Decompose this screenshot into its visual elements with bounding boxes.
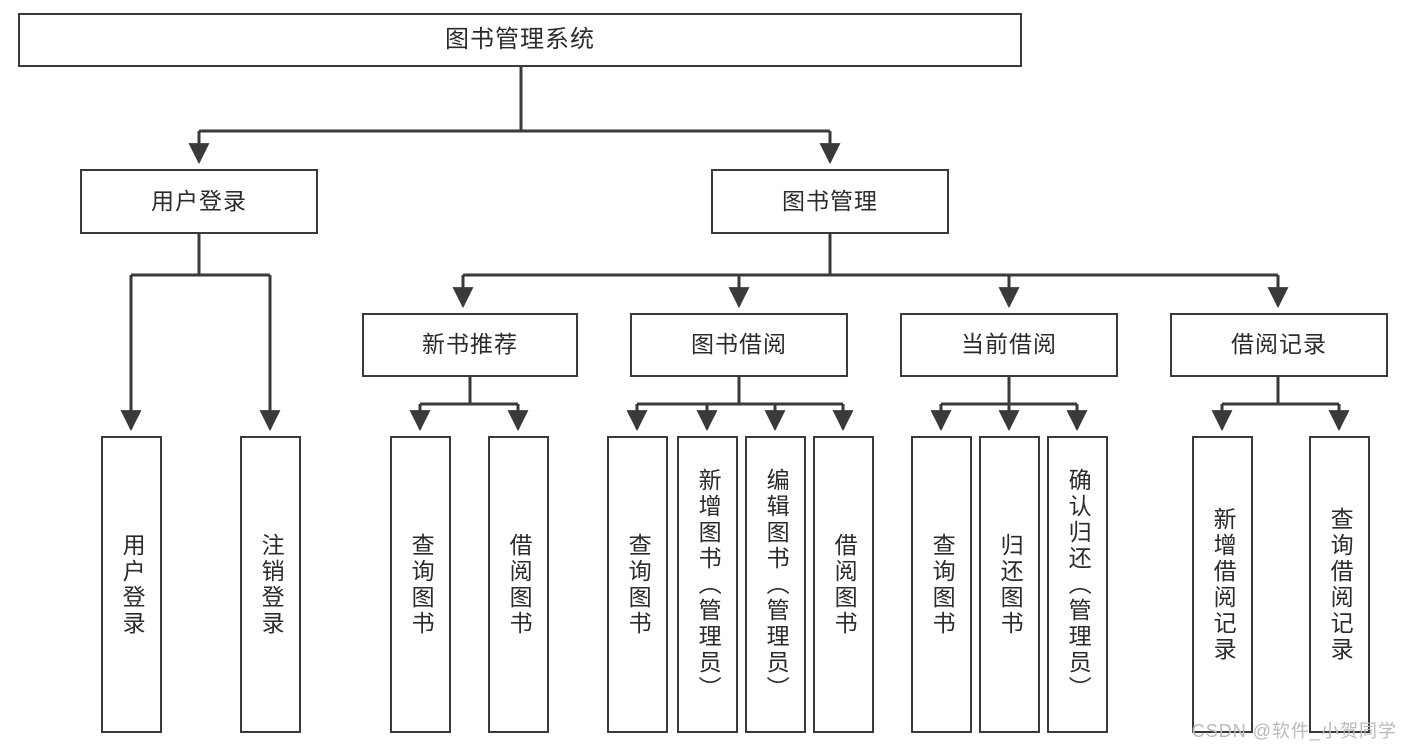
leaf-new-book-borrow[interactable]: 借阅图书: [488, 436, 549, 733]
leaf-current-borrow-confirm-return[interactable]: 确认归还（管理员）: [1047, 436, 1108, 733]
leaf-book-borrow-query[interactable]: 查询图书: [607, 436, 668, 733]
node-label: 查询图书: [625, 532, 652, 637]
leaf-user-login-logout[interactable]: 注销登录: [240, 436, 301, 733]
leaf-new-book-query[interactable]: 查询图书: [390, 436, 451, 733]
leaf-user-login-login[interactable]: 用户登录: [101, 436, 162, 733]
node-label: 编辑图书（管理员）: [763, 467, 790, 702]
node-new-book-recommend[interactable]: 新书推荐: [362, 313, 578, 377]
node-label: 借阅记录: [1231, 331, 1327, 358]
node-user-login[interactable]: 用户登录: [80, 169, 318, 234]
watermark-text: CSDN @软件_小贺同学: [1191, 721, 1397, 741]
leaf-book-borrow-edit[interactable]: 编辑图书（管理员）: [745, 436, 806, 733]
node-label: 用户登录: [119, 532, 146, 637]
node-book-management[interactable]: 图书管理: [711, 169, 949, 234]
node-label: 确认归还（管理员）: [1065, 467, 1092, 702]
node-label: 新增借阅记录: [1210, 506, 1237, 663]
node-label: 新增图书（管理员）: [695, 467, 722, 702]
node-label: 图书管理系统: [445, 25, 595, 53]
leaf-current-borrow-return[interactable]: 归还图书: [979, 436, 1040, 733]
leaf-book-borrow-borrow[interactable]: 借阅图书: [813, 436, 874, 733]
node-label: 查询图书: [408, 532, 435, 637]
node-root-system[interactable]: 图书管理系统: [18, 13, 1022, 67]
leaf-book-borrow-add[interactable]: 新增图书（管理员）: [677, 436, 738, 733]
node-borrow-record[interactable]: 借阅记录: [1170, 313, 1388, 377]
node-label: 当前借阅: [961, 331, 1057, 358]
node-label: 归还图书: [997, 532, 1024, 637]
node-label: 查询图书: [929, 532, 956, 637]
leaf-borrow-record-add[interactable]: 新增借阅记录: [1192, 436, 1253, 733]
node-label: 新书推荐: [422, 331, 518, 358]
node-label: 注销登录: [258, 532, 285, 637]
leaf-borrow-record-query[interactable]: 查询借阅记录: [1309, 436, 1370, 733]
leaf-current-borrow-query[interactable]: 查询图书: [911, 436, 972, 733]
node-book-borrow[interactable]: 图书借阅: [630, 313, 848, 377]
node-label: 借阅图书: [506, 532, 533, 637]
node-label: 图书管理: [782, 187, 878, 214]
node-current-borrow[interactable]: 当前借阅: [900, 313, 1118, 377]
node-label: 查询借阅记录: [1327, 506, 1354, 663]
node-label: 图书借阅: [691, 331, 787, 358]
node-label: 借阅图书: [831, 532, 858, 637]
node-label: 用户登录: [151, 187, 247, 214]
